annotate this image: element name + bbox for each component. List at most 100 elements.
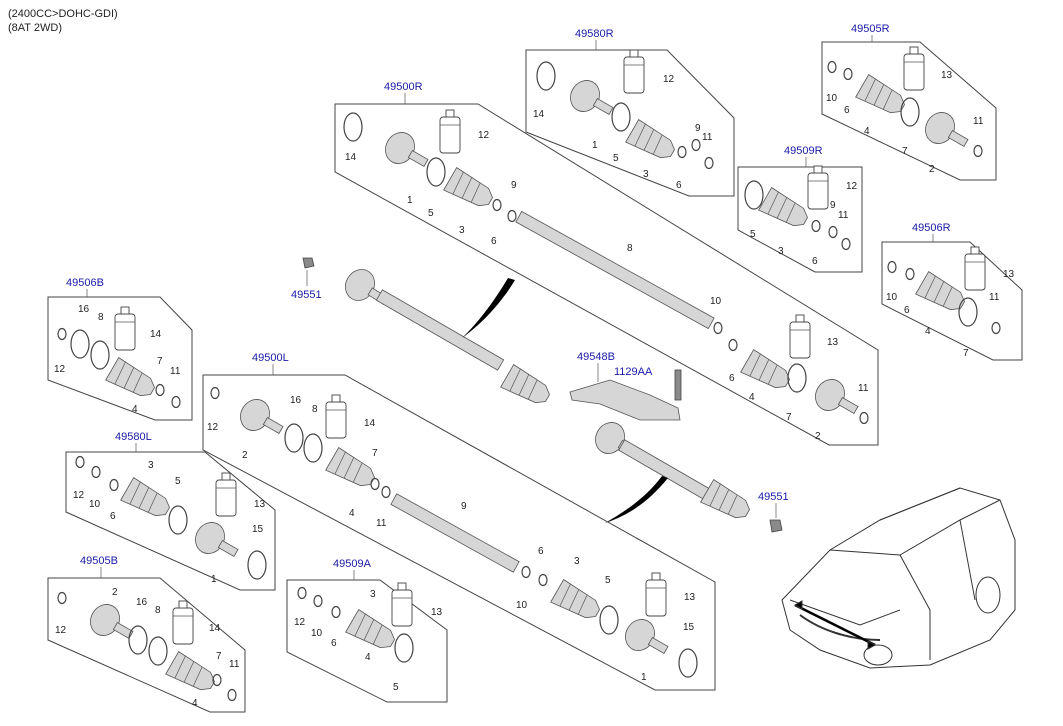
clamp-ring-icon [370, 477, 380, 491]
callout-14: 14 [345, 152, 357, 163]
clamp-ring-icon [128, 625, 148, 655]
cv-boot-icon [550, 579, 604, 626]
grease-tube-icon [903, 46, 925, 91]
clamp-ring-icon [787, 363, 807, 393]
clamp-ring-icon [678, 648, 698, 678]
callout-3: 3 [459, 225, 465, 236]
clamp-ring-icon [227, 688, 237, 702]
kit-box-49509A: 49509A 12 10 6 3 13 4 5 [286, 558, 448, 703]
grease-tube-icon [439, 109, 461, 154]
grease-tube-icon [623, 49, 645, 94]
part-code-49580R[interactable]: 49580R [575, 28, 614, 40]
cv-boot-icon [345, 609, 399, 656]
bracket-49548B [569, 379, 681, 421]
part-code-49500R[interactable]: 49500R [384, 81, 423, 93]
callout-12: 12 [55, 625, 67, 636]
drive-spec: (8AT 2WD) [8, 22, 62, 34]
clamp-ring-icon [521, 565, 531, 579]
part-code-49509A[interactable]: 49509A [333, 558, 372, 570]
part-code-49506R[interactable]: 49506R [912, 222, 951, 234]
callout-12: 12 [54, 364, 66, 375]
clamp-ring-icon [538, 573, 548, 587]
callout-11: 11 [229, 659, 240, 670]
kit-box-49580R: 49580R 14 1 5 3 6 12 9 11 [525, 28, 735, 197]
cv-joint-icon [84, 598, 140, 650]
engine-spec: (2400CC>DOHC-GDI) [8, 8, 118, 20]
part-code-49580L[interactable]: 49580L [115, 431, 152, 443]
callout-7: 7 [963, 348, 969, 359]
clamp-ring-icon [887, 260, 897, 274]
cv-boot-icon [758, 187, 812, 234]
callout-7: 7 [902, 146, 908, 157]
nut-49551-upper [302, 257, 315, 269]
callout-10: 10 [710, 296, 722, 307]
clamp-ring-icon [210, 386, 220, 400]
callout-16: 16 [290, 395, 302, 406]
callout-10: 10 [826, 93, 838, 104]
callout-9: 9 [461, 501, 467, 512]
right-drive-shaft-assembly: 49551 [291, 257, 554, 411]
part-code-49551-lower[interactable]: 49551 [758, 491, 789, 503]
clamp-ring-icon [394, 633, 414, 663]
callout-2: 2 [112, 587, 118, 598]
cv-boot-icon [700, 479, 754, 526]
kit-box-49506B: 49506B 12 16 8 14 7 11 4 [47, 277, 193, 421]
callout-4: 4 [192, 698, 198, 709]
callout-10: 10 [516, 600, 528, 611]
bolt-1129AA [674, 369, 682, 401]
cv-joint-icon [809, 373, 865, 425]
part-code-49505R[interactable]: 49505R [851, 23, 890, 35]
callout-2: 2 [242, 450, 248, 461]
intermediate-shaft [390, 493, 520, 573]
clamp-ring-icon [313, 594, 323, 608]
callout-5: 5 [605, 575, 611, 586]
grease-tube-icon [645, 572, 667, 617]
callout-11: 11 [702, 132, 713, 143]
callout-1: 1 [641, 672, 647, 683]
callout-4: 4 [365, 652, 371, 663]
clamp-ring-icon [109, 478, 119, 492]
callout-9: 9 [511, 180, 517, 191]
cv-boot-icon [443, 167, 497, 214]
callout-2: 2 [929, 164, 935, 175]
grease-tube-icon [391, 582, 413, 627]
callout-4: 4 [864, 126, 870, 137]
callout-4: 4 [349, 508, 355, 519]
callout-13: 13 [1003, 269, 1015, 280]
clamp-ring-icon [90, 340, 110, 370]
part-code-49509R[interactable]: 49509R [784, 145, 823, 157]
callout-6: 6 [331, 638, 337, 649]
intermediate-shaft [515, 210, 715, 330]
main-shaft [618, 439, 712, 501]
kit-box-49500R: 49500R 14 1 5 3 6 12 9 8 10 6 4 13 7 2 1… [334, 81, 879, 446]
left-drive-shaft-assembly: 49551 [589, 416, 789, 533]
cv-joint-icon [189, 516, 245, 568]
clamp-ring-icon [905, 267, 915, 281]
clamp-ring-icon [57, 591, 67, 605]
cv-boot-icon [325, 447, 379, 494]
main-shaft [375, 289, 505, 371]
clamp-ring-icon [611, 102, 631, 132]
callout-14: 14 [364, 418, 376, 429]
part-code-1129AA[interactable]: 1129AA [614, 366, 653, 378]
clamp-ring-icon [958, 297, 978, 327]
callout-11: 11 [376, 518, 387, 529]
cv-boot-icon [165, 651, 219, 698]
part-code-49500L[interactable]: 49500L [252, 352, 289, 364]
part-code-49551-upper[interactable]: 49551 [291, 289, 322, 301]
part-code-49548B[interactable]: 49548B [577, 351, 615, 363]
part-code-49505B[interactable]: 49505B [80, 555, 118, 567]
clamp-ring-icon [843, 67, 853, 81]
clamp-ring-icon [247, 550, 267, 580]
kit-box-49505B: 49505B 12 2 16 8 14 7 11 4 [47, 555, 246, 713]
callout-12: 12 [663, 74, 675, 85]
clamp-ring-icon [827, 60, 837, 74]
callout-7: 7 [786, 412, 792, 423]
clamp-ring-icon [991, 321, 1001, 335]
clamp-ring-icon [677, 145, 687, 159]
clamp-ring-icon [728, 338, 738, 352]
callout-6: 6 [844, 105, 850, 116]
callout-1: 1 [592, 140, 598, 151]
part-code-49506B[interactable]: 49506B [66, 277, 104, 289]
callout-7: 7 [372, 448, 378, 459]
